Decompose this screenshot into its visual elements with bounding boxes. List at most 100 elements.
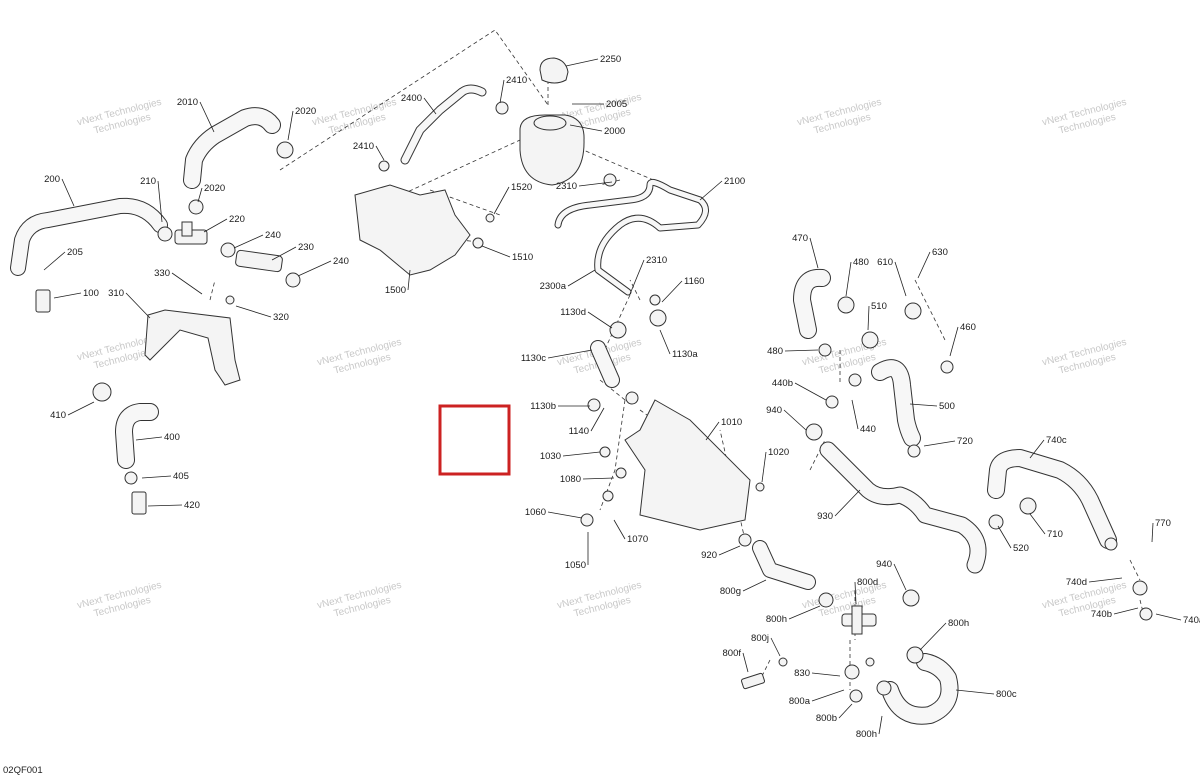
part-number-label: 1070 xyxy=(627,534,648,545)
label-leader-line xyxy=(718,545,741,556)
part-number-label: 740b xyxy=(1091,609,1112,620)
hose-parts xyxy=(10,84,1117,725)
label-leader-line xyxy=(562,451,601,457)
label-leader-line xyxy=(582,477,615,480)
label-leader-line xyxy=(742,652,749,673)
label-leader-line xyxy=(867,305,870,331)
part-number-label: 470 xyxy=(792,233,808,244)
label-leader-line xyxy=(788,605,821,620)
label-leader-line xyxy=(297,260,332,277)
part-number-label: 2000 xyxy=(604,126,625,137)
part-number-label: 1130d xyxy=(560,307,586,318)
label-leader-line xyxy=(141,475,172,479)
label-leader-line xyxy=(271,246,297,261)
label-leader-line xyxy=(499,79,505,104)
part-number-label: 800j xyxy=(751,633,769,644)
label-leader-line xyxy=(235,305,272,318)
label-leader-line xyxy=(125,292,151,319)
part-number-label: 2410 xyxy=(506,75,527,86)
label-leader-line xyxy=(147,504,183,507)
highlight-box xyxy=(438,404,511,476)
part-number-label: 800f xyxy=(723,648,742,659)
label-leader-line xyxy=(493,186,510,215)
part-number-label: 2100 xyxy=(724,176,745,187)
part-number-label: 220 xyxy=(229,214,245,225)
part-number-label: 1510 xyxy=(512,252,533,263)
part-number-label: 2005 xyxy=(606,99,627,110)
part-number-label: 1010 xyxy=(721,417,742,428)
label-leader-line xyxy=(423,97,437,115)
part-number-label: 1060 xyxy=(525,507,546,518)
part-number-label: 480 xyxy=(767,346,783,357)
part-number-label: 480 xyxy=(853,257,869,268)
label-leader-line xyxy=(171,272,203,295)
part-number-label: 940 xyxy=(766,405,782,416)
part-number-label: 200 xyxy=(44,174,60,185)
label-leader-line xyxy=(587,311,613,329)
label-leader-line xyxy=(135,436,163,441)
part-number-label: 510 xyxy=(871,301,887,312)
part-number-label: 310 xyxy=(108,288,124,299)
part-number-label: 830 xyxy=(794,668,810,679)
label-leader-line xyxy=(919,622,947,651)
part-number-label: 2410 xyxy=(353,141,374,152)
label-leader-line xyxy=(233,234,264,249)
label-leader-line xyxy=(53,292,82,299)
label-leader-line xyxy=(811,672,841,677)
label-leader-line xyxy=(811,689,845,702)
label-leader-line xyxy=(578,181,613,187)
label-leader-line xyxy=(997,525,1012,549)
label-leader-line xyxy=(287,110,294,141)
part-number-label: 2310 xyxy=(646,255,667,266)
part-number-label: 240 xyxy=(333,256,349,267)
part-number-label: 440 xyxy=(860,424,876,435)
part-number-label: 630 xyxy=(932,247,948,258)
label-leader-line xyxy=(590,407,605,432)
part-number-label: 920 xyxy=(701,550,717,561)
label-leader-line xyxy=(567,269,596,287)
part-number-label: 740d xyxy=(1066,577,1087,588)
part-number-label: 500 xyxy=(939,401,955,412)
part-number-label: 1030 xyxy=(540,451,561,462)
part-number-label: 710 xyxy=(1047,529,1063,540)
part-number-label: 400 xyxy=(164,432,180,443)
part-number-label: 800b xyxy=(816,713,837,724)
part-number-label: 610 xyxy=(877,257,893,268)
part-number-label: 1130c xyxy=(521,353,546,364)
part-number-label: 2400 xyxy=(401,93,422,104)
label-leader-line xyxy=(770,637,781,657)
part-number-label: 210 xyxy=(140,176,156,187)
part-number-label: 100 xyxy=(83,288,99,299)
label-leader-line xyxy=(203,218,228,233)
label-leader-line xyxy=(794,382,827,401)
part-number-label: 520 xyxy=(1013,543,1029,554)
part-number-label: 800h xyxy=(856,729,877,740)
label-leader-line xyxy=(565,58,599,67)
part-number-label: 800h xyxy=(948,618,969,629)
label-leader-line xyxy=(61,178,75,207)
part-number-label: 800d xyxy=(857,577,878,588)
label-leader-line xyxy=(1088,577,1123,583)
part-number-label: 1130a xyxy=(672,349,698,360)
label-leader-line xyxy=(67,401,95,416)
part-number-label: 330 xyxy=(154,268,170,279)
label-leader-line xyxy=(157,180,163,223)
label-leader-line xyxy=(784,349,819,352)
part-number-label: 240 xyxy=(265,230,281,241)
part-number-label: 1130b xyxy=(530,401,556,412)
label-leader-line xyxy=(547,349,593,359)
part-number-label: 2310 xyxy=(556,181,577,192)
label-leader-line xyxy=(917,251,931,279)
label-leader-line xyxy=(613,519,626,540)
label-leader-line xyxy=(407,269,411,291)
part-number-label: 2020 xyxy=(295,106,316,117)
part-number-label: 2020 xyxy=(204,183,225,194)
part-number-label: 405 xyxy=(173,471,189,482)
part-number-label: 1520 xyxy=(511,182,532,193)
label-leader-line xyxy=(659,329,671,355)
part-number-label: 740c xyxy=(1046,435,1067,446)
label-leader-line xyxy=(851,399,859,430)
label-leader-line xyxy=(834,489,861,517)
